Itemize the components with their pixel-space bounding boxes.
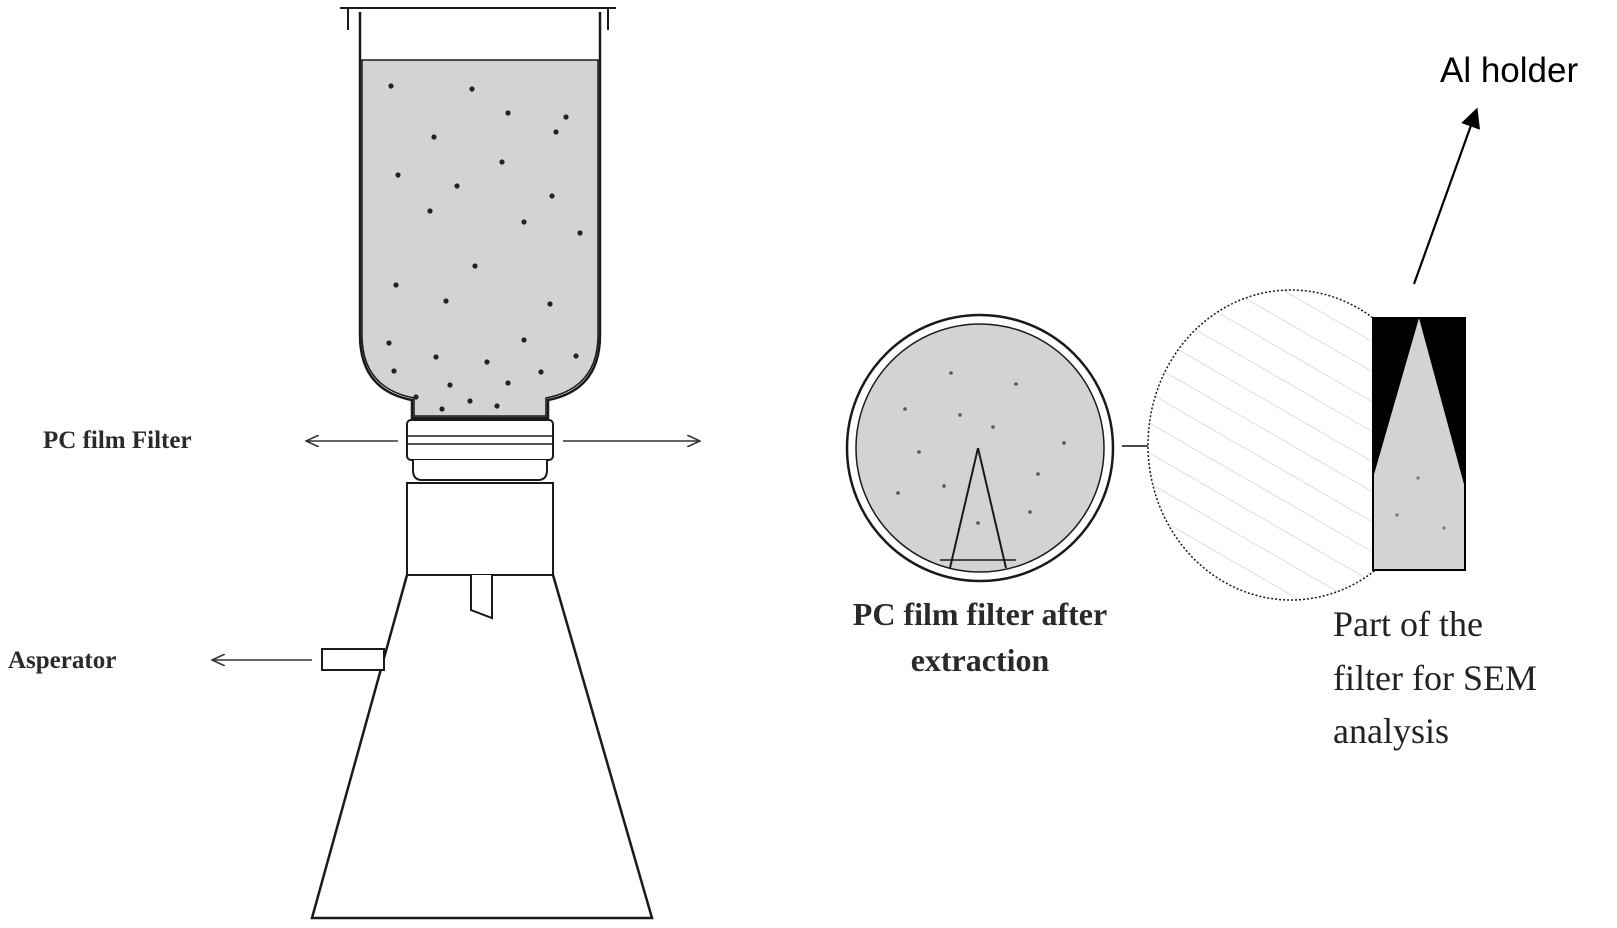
- filter-after-extraction: PC film filter after extraction: [845, 313, 1195, 678]
- arrow-al-holder: [1412, 107, 1481, 285]
- filter-flask: [310, 574, 654, 920]
- cut-wedge: [949, 447, 1007, 569]
- filtration-apparatus: PC film Filter Asperator: [8, 7, 700, 920]
- sem-sample-zoom: Al holder Part of the filter for SEM ana…: [1147, 51, 1578, 751]
- label-asperator: Asperator: [8, 647, 116, 674]
- label-filter-after-line2: extraction: [911, 642, 1050, 678]
- funnel-rim: [347, 7, 609, 30]
- funnel-reservoir: [358, 12, 602, 420]
- stopper: [406, 482, 554, 576]
- liquid-sample: [361, 59, 599, 417]
- label-part-line3: analysis: [1333, 711, 1449, 751]
- label-part-line2: filter for SEM: [1333, 658, 1537, 698]
- al-holder-black-right: [1419, 318, 1465, 488]
- label-filter-after-line1: PC film filter after: [853, 596, 1107, 632]
- filter-clamp: [406, 419, 554, 461]
- side-arm: [321, 648, 385, 671]
- label-al-holder: Al holder: [1440, 51, 1578, 90]
- label-part-line1: Part of the: [1333, 604, 1483, 644]
- filter-membrane: [855, 323, 1105, 573]
- label-pc-film-filter: PC film Filter: [43, 427, 192, 454]
- drip-stem: [470, 575, 493, 620]
- particles: [386, 83, 583, 412]
- al-holder-black-left: [1373, 318, 1419, 478]
